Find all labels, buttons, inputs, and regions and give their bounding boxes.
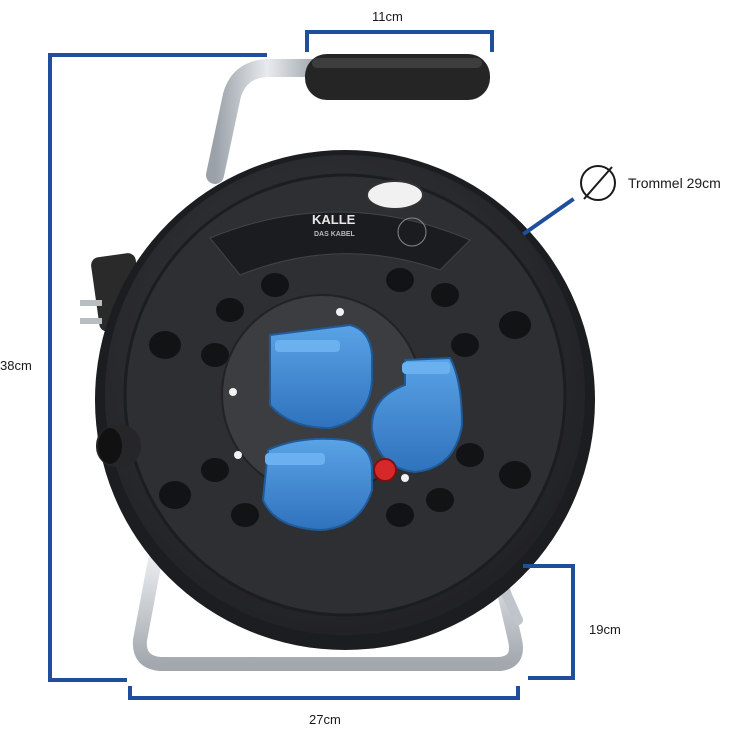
socket-top-left (269, 323, 373, 430)
cord-guide (96, 425, 141, 467)
dimension-line-foot (523, 564, 575, 680)
brand-logo-top: KALLE (312, 212, 356, 227)
handle-width-label: 11cm (372, 9, 403, 24)
socket-bottom (261, 437, 373, 532)
reset-button-icon (373, 458, 397, 482)
dimension-line-handle (305, 30, 494, 52)
diameter-icon (580, 165, 616, 201)
brand-logo-bottom: DAS KABEL (314, 231, 356, 238)
dimension-line-base (128, 686, 520, 700)
dimension-line-height (48, 53, 267, 682)
total-height-label: 38cm (0, 358, 32, 373)
dimension-line-drum (522, 197, 575, 236)
base-width-label: 27cm (309, 712, 341, 727)
dimension-lines (48, 30, 575, 700)
socket-right (370, 356, 464, 474)
handle-grip (305, 54, 490, 100)
foot-height-label: 19cm (589, 622, 621, 637)
drum-diameter-label: Trommel 29cm (628, 175, 721, 191)
